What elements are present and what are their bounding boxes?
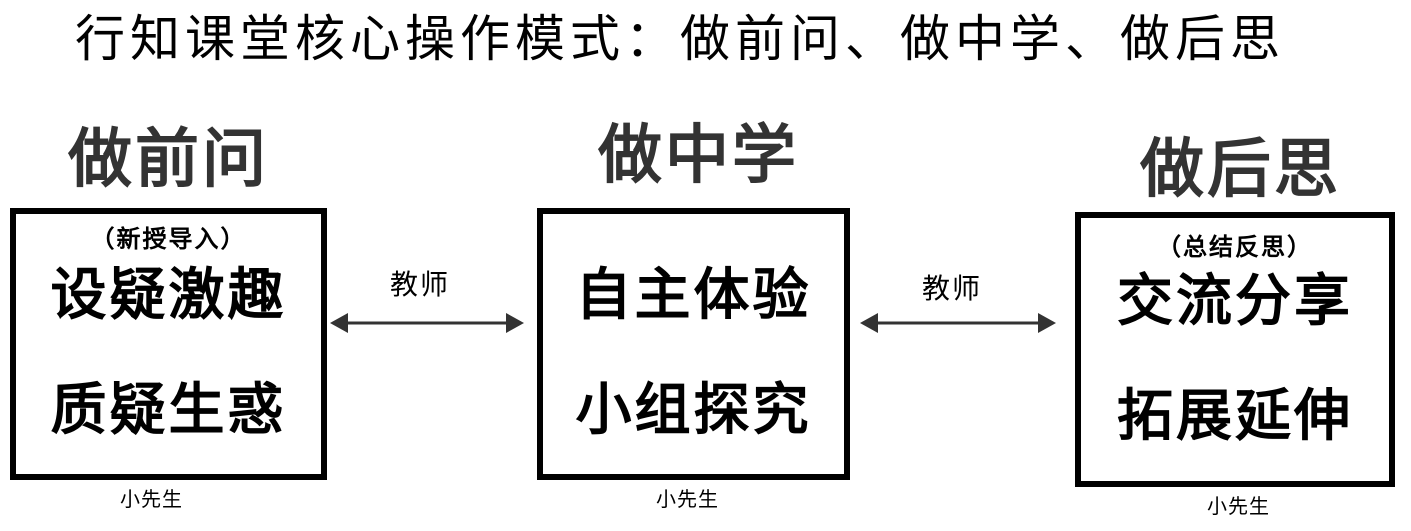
arrow-head-left: [860, 313, 878, 333]
connector-label: 教师: [922, 272, 983, 305]
arrow-head-left: [330, 313, 348, 333]
stage-heading-before: 做前问: [68, 123, 269, 197]
stage-box-before: （新授导入） 设疑激趣 质疑生惑: [10, 208, 327, 480]
arrow-head-right: [506, 313, 524, 333]
stage-footer: 小先生: [120, 487, 183, 511]
stage-subtitle: （总结反思）: [1157, 233, 1313, 261]
stage-item: 小组探究: [575, 377, 812, 443]
stage-item: 设疑激趣: [50, 262, 287, 328]
stage-item: 拓展延伸: [1117, 383, 1353, 449]
stage-footer: 小先生: [656, 487, 719, 511]
stage-footer: 小先生: [1207, 494, 1270, 518]
stage-heading-during: 做中学: [598, 119, 799, 193]
stage-box-during: 自主体验 小组探究: [537, 208, 850, 480]
stage-item: 质疑生惑: [50, 377, 287, 443]
diagram-title: 行知课堂核心操作模式：做前问、做中学、做后思: [75, 10, 1285, 68]
connector-label: 教师: [390, 268, 451, 301]
stage-item: 自主体验: [575, 262, 812, 328]
double-arrow-icon: [860, 313, 1056, 333]
stage-item: 交流分享: [1117, 268, 1353, 334]
stage-box-after: （总结反思） 交流分享 拓展延伸: [1075, 212, 1395, 487]
stage-heading-after: 做后思: [1140, 133, 1341, 207]
stage-subtitle: （新授导入）: [90, 225, 247, 253]
double-arrow-icon: [330, 313, 524, 333]
arrow-head-right: [1038, 313, 1056, 333]
